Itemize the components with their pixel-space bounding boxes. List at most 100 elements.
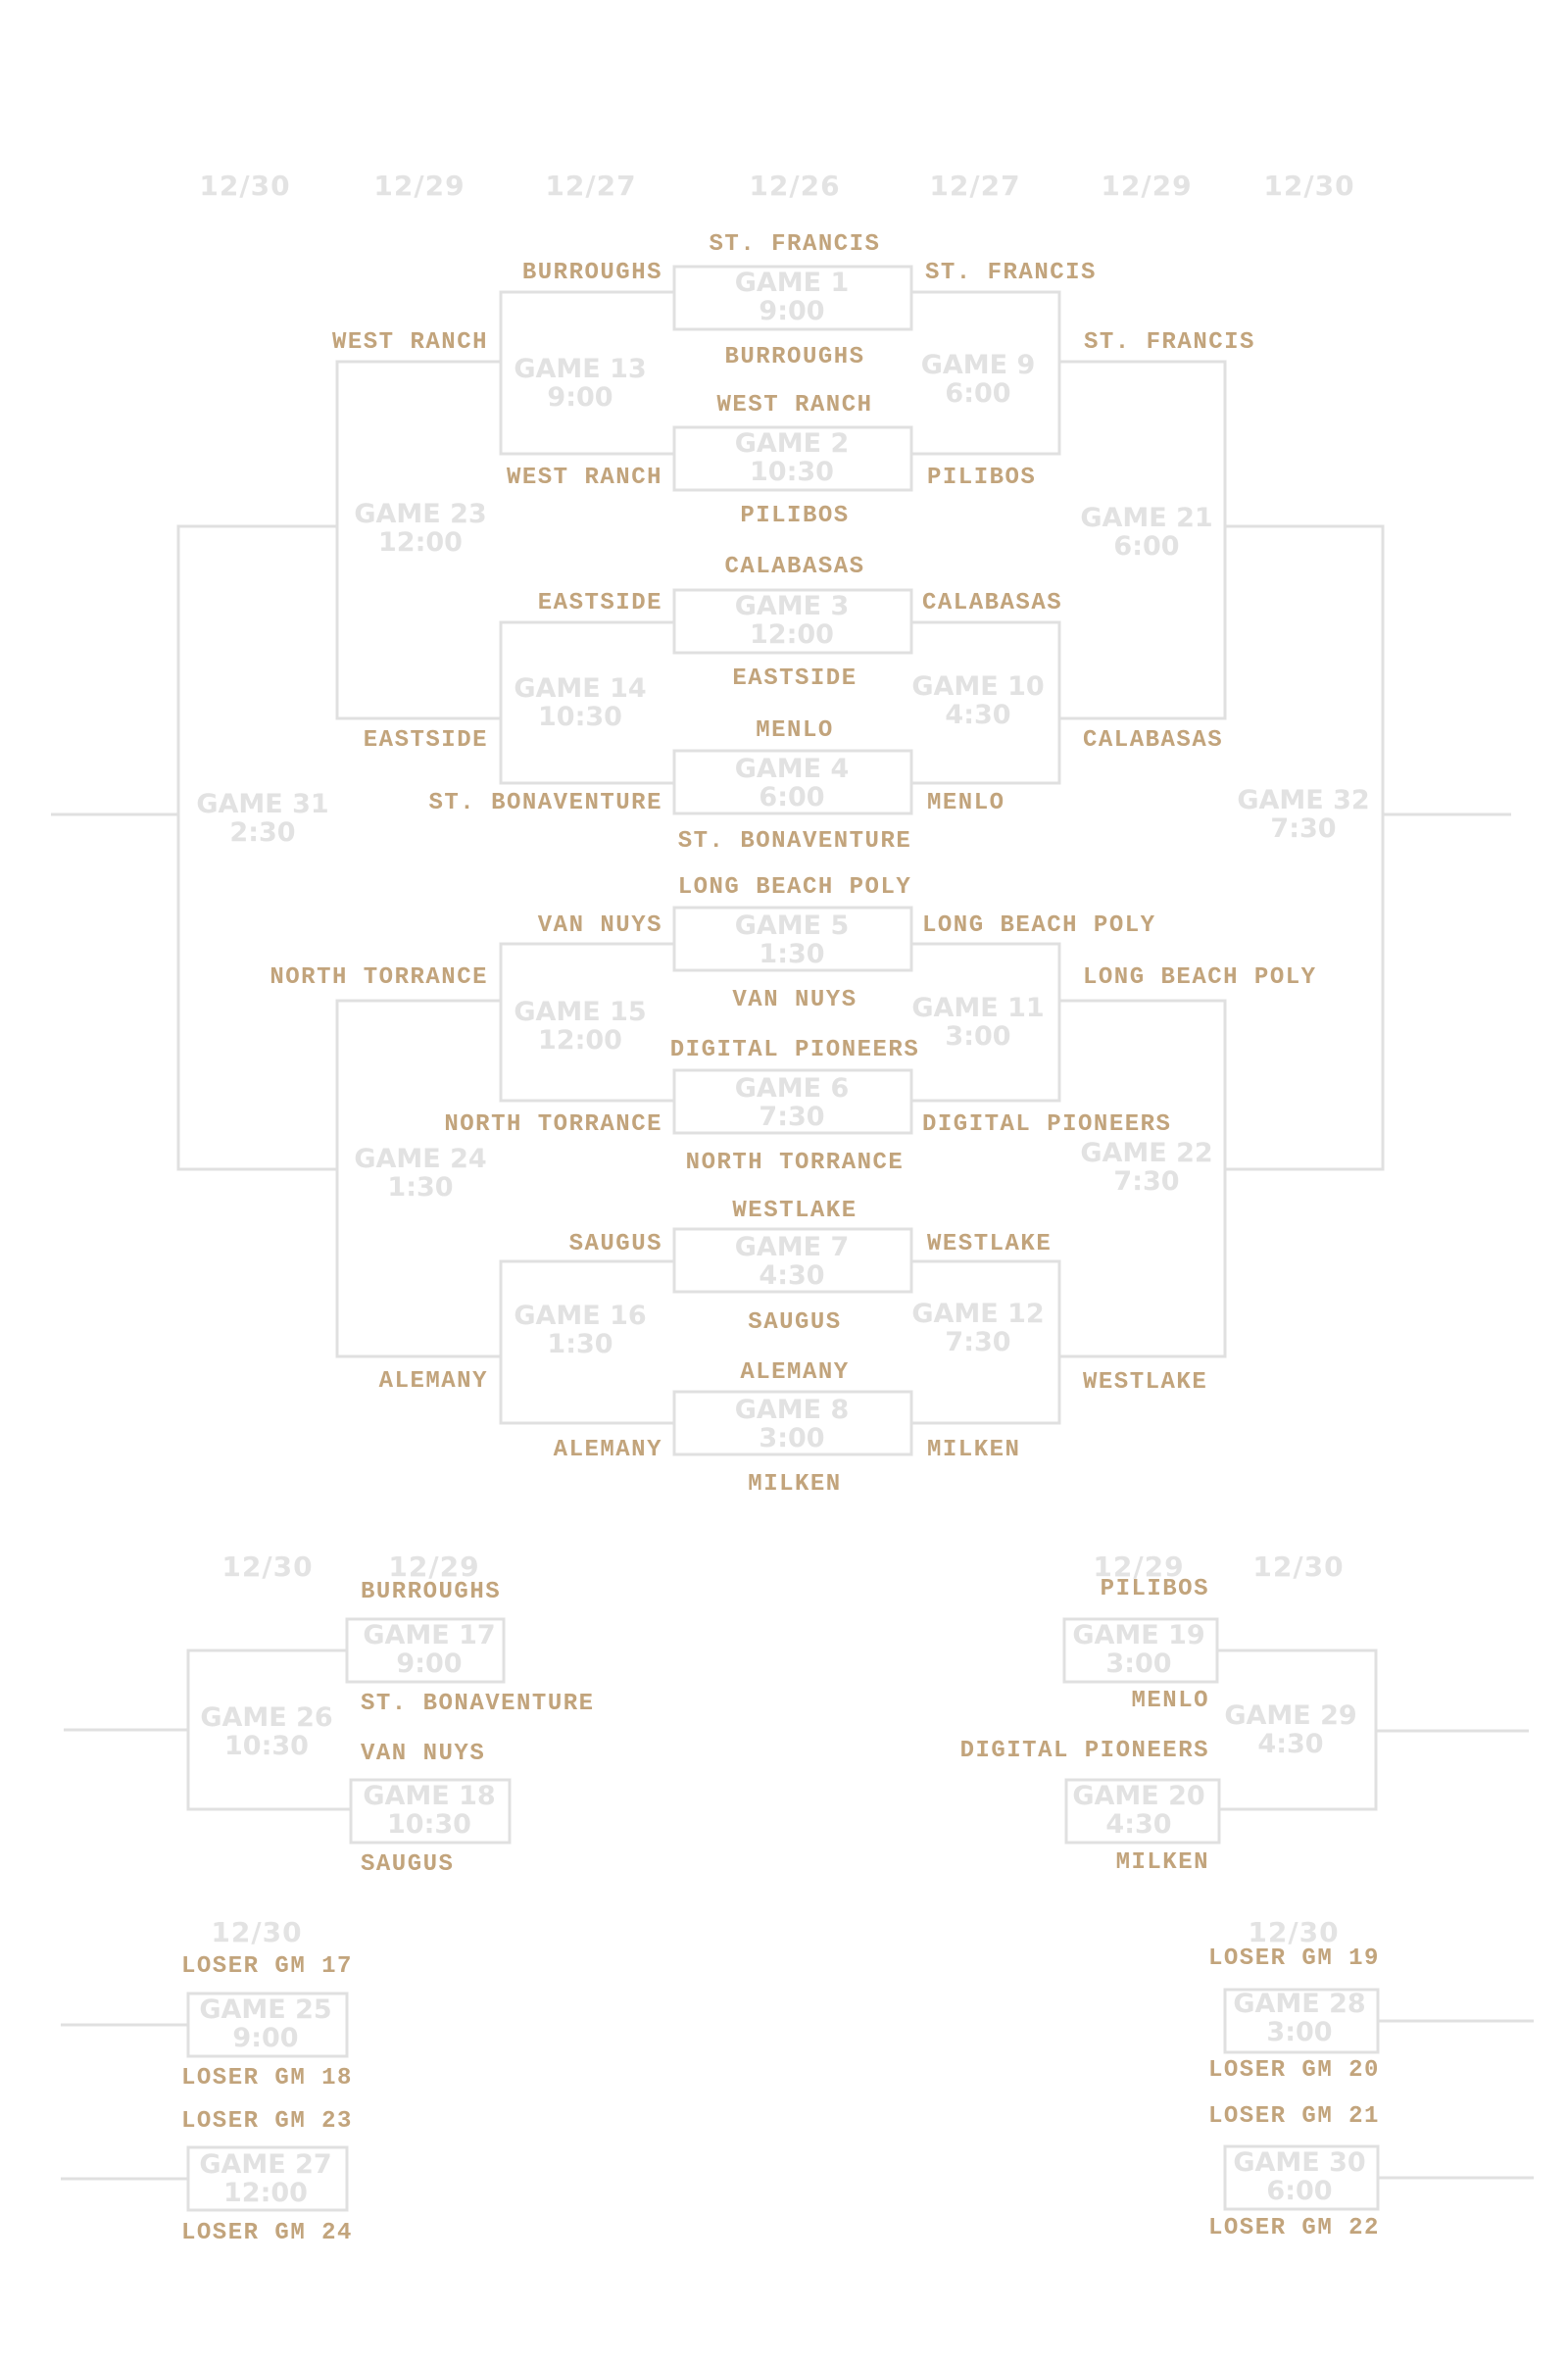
game-box — [349, 1778, 512, 1845]
team-label: ST. FRANCIS — [925, 260, 1097, 286]
game-box — [672, 906, 913, 972]
team-label: BURROUGHS — [361, 1579, 502, 1605]
date-header: 12/29 — [388, 1551, 480, 1583]
bracket-connector — [335, 360, 501, 720]
team-label: BURROUGHS — [521, 260, 662, 286]
team-label: DIGITAL PIONEERS — [959, 1738, 1209, 1764]
team-label: PILIBOS — [927, 465, 1037, 491]
date-header: 12/30 — [221, 1551, 314, 1583]
bracket-connector — [911, 1259, 1061, 1425]
team-label: EASTSIDE — [537, 590, 662, 616]
team-label: ST. BONAVENTURE — [677, 828, 912, 855]
team-label: LOSER GM 20 — [1208, 2057, 1380, 2084]
team-label: PILIBOS — [740, 503, 850, 529]
team-label: EASTSIDE — [363, 727, 488, 754]
team-label: LONG BEACH POLY — [922, 912, 1156, 939]
team-label: VAN NUYS — [732, 987, 858, 1013]
date-header: 12/30 — [1252, 1551, 1345, 1583]
team-label: NORTH TORRANCE — [270, 964, 488, 991]
date-header: 12/27 — [929, 170, 1021, 202]
team-label: WEST RANCH — [506, 465, 662, 491]
team-label: EASTSIDE — [732, 665, 858, 692]
game-box — [1064, 1778, 1221, 1845]
team-label: LOSER GM 19 — [1208, 1945, 1380, 1972]
bracket-connector — [335, 999, 501, 1358]
team-label: CALABASAS — [724, 554, 865, 580]
team-label: MILKEN — [748, 1471, 842, 1498]
team-label: ST. BONAVENTURE — [361, 1691, 595, 1717]
date-header: 12/29 — [373, 170, 466, 202]
bracket-connector — [911, 620, 1061, 785]
team-label: VAN NUYS — [361, 1741, 486, 1767]
team-label: SAUGUS — [568, 1231, 662, 1257]
team-label: WEST RANCH — [716, 392, 873, 418]
bracket-connector — [1059, 360, 1227, 720]
team-label: MILKEN — [1115, 1849, 1209, 1876]
bracket-connector — [499, 1259, 674, 1425]
team-label: MENLO — [927, 790, 1005, 816]
bracket-connector — [176, 524, 337, 1171]
team-label: WESTLAKE — [1083, 1369, 1208, 1396]
team-label: SAUGUS — [361, 1851, 455, 1878]
team-label: ALEMANY — [740, 1359, 850, 1386]
team-label: WEST RANCH — [331, 329, 488, 356]
team-label: LOSER GM 24 — [181, 2220, 353, 2246]
team-label: DIGITAL PIONEERS — [669, 1037, 920, 1063]
team-label: LOSER GM 23 — [181, 2108, 353, 2135]
team-label: ALEMANY — [553, 1437, 662, 1463]
team-label: LONG BEACH POLY — [1083, 964, 1317, 991]
team-label: ST. FRANCIS — [709, 231, 881, 258]
bracket-connector — [911, 290, 1061, 456]
team-label: MILKEN — [927, 1437, 1021, 1463]
team-label: NORTH TORRANCE — [444, 1111, 662, 1138]
date-header: 12/30 — [1263, 170, 1355, 202]
date-header: 12/30 — [1248, 1916, 1340, 1948]
team-label: WESTLAKE — [732, 1198, 858, 1224]
date-header: 12/30 — [211, 1916, 303, 1948]
team-label: VAN NUYS — [537, 912, 662, 939]
team-label: CALABASAS — [922, 590, 1063, 616]
team-label: DIGITAL PIONEERS — [922, 1111, 1172, 1138]
bracket-connector — [1059, 999, 1227, 1358]
team-label: CALABASAS — [1083, 727, 1224, 754]
team-label: LOSER GM 18 — [181, 2065, 353, 2092]
date-header: 12/30 — [199, 170, 291, 202]
bracket-connector — [499, 290, 674, 456]
date-header: 12/26 — [749, 170, 841, 202]
team-label: LOSER GM 22 — [1208, 2215, 1380, 2241]
team-label: NORTH TORRANCE — [685, 1150, 905, 1176]
team-label: LOSER GM 21 — [1208, 2103, 1380, 2130]
team-label: ST. BONAVENTURE — [428, 790, 662, 816]
bracket-connector — [911, 942, 1061, 1103]
